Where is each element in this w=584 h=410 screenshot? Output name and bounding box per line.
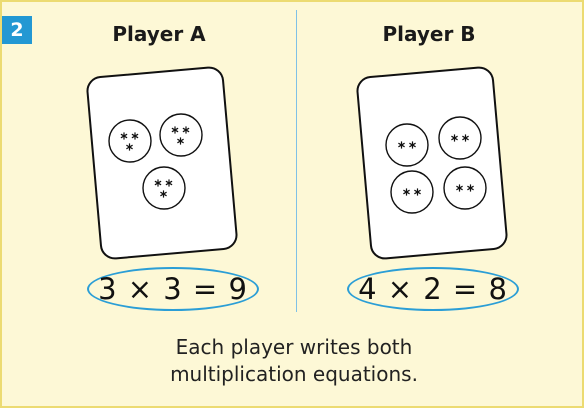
- step-number-badge: 2: [2, 16, 32, 44]
- player-a-card: [86, 66, 238, 260]
- player-b-group-3: [390, 170, 434, 214]
- player-b-group-2: [438, 116, 482, 160]
- column-divider: [296, 10, 297, 312]
- player-b-group-1: [385, 123, 429, 167]
- player-a-title: Player A: [112, 22, 206, 46]
- player-a-group-3: [142, 166, 186, 210]
- player-b-equation: 4 × 2 = 8: [347, 267, 519, 311]
- caption-line-1: Each player writes both: [175, 335, 413, 359]
- player-a-equation: 3 × 3 = 9: [87, 267, 259, 311]
- player-a-group-2: [159, 113, 203, 157]
- instruction-caption: Each player writes both multiplication e…: [2, 334, 584, 388]
- player-b-title: Player B: [382, 22, 476, 46]
- player-b-group-4: [443, 166, 487, 210]
- player-b-card: [356, 66, 508, 260]
- caption-line-2: multiplication equations.: [170, 362, 418, 386]
- player-a-group-1: [108, 119, 152, 163]
